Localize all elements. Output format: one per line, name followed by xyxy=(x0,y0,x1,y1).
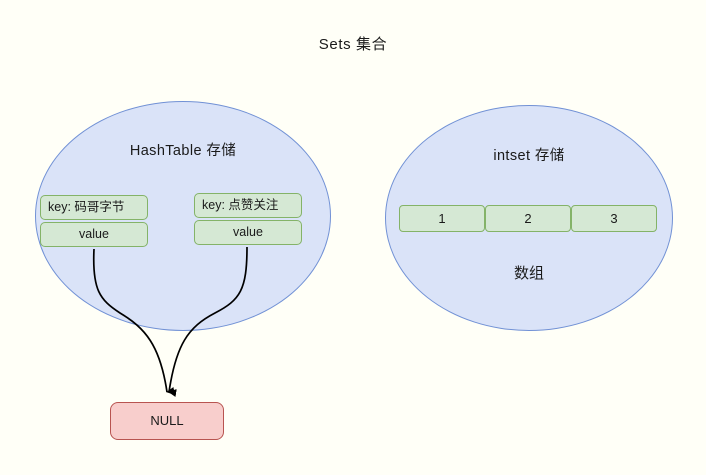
hashtable-entry-key: key: 点赞关注 xyxy=(194,193,302,218)
intset-array-cell: 2 xyxy=(485,205,571,232)
hashtable-entry-value: value xyxy=(40,222,148,247)
hashtable-entry: key: 码哥字节 value xyxy=(40,195,148,247)
hashtable-label: HashTable 存储 xyxy=(129,143,237,159)
intset-array: 1 2 3 xyxy=(399,205,657,232)
hashtable-entry-value: value xyxy=(194,220,302,245)
intset-array-cell: 3 xyxy=(571,205,657,232)
intset-array-label: 数组 xyxy=(513,265,544,282)
null-node: NULL xyxy=(110,402,224,440)
intset-array-cell: 1 xyxy=(399,205,485,232)
hashtable-entry: key: 点赞关注 value xyxy=(194,193,302,245)
page-title: Sets 集合 xyxy=(318,36,388,53)
intset-label: intset 存储 xyxy=(493,148,565,164)
hashtable-entry-key: key: 码哥字节 xyxy=(40,195,148,220)
